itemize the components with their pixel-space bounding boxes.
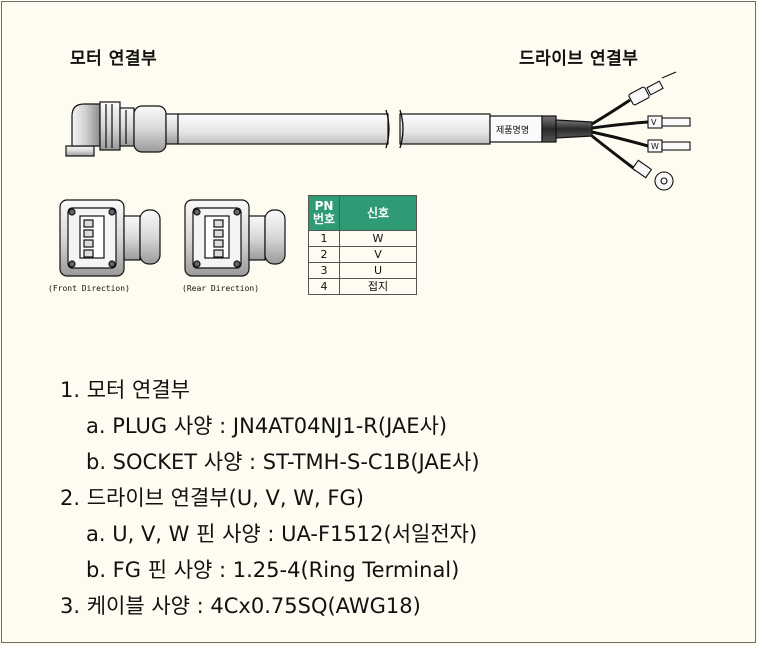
pn-header-line1: PN bbox=[314, 199, 334, 213]
motor-connector-heading: 모터 연결부 bbox=[70, 49, 158, 69]
signal-cell: V bbox=[339, 246, 417, 263]
specification-list: 1. 모터 연결부 a. PLUG 사양 : JN4AT04NJ1-R(JAE사… bbox=[60, 372, 480, 624]
table-row: 2 V bbox=[308, 246, 417, 263]
pn-column-header: PN 번호 bbox=[308, 195, 340, 231]
table-row: 1 W bbox=[308, 230, 417, 247]
spec-item-cable: 3. 케이블 사양 : 4Cx0.75SQ(AWG18) bbox=[60, 594, 421, 618]
motor-plug bbox=[65, 101, 179, 157]
cable-body bbox=[177, 109, 593, 149]
rear-view-caption: (Rear Direction) bbox=[182, 284, 260, 293]
spec-item-plug: a. PLUG 사양 : JN4AT04NJ1-R(JAE사) bbox=[86, 414, 448, 438]
rear-connector-view bbox=[184, 199, 286, 277]
pn-cell: 1 bbox=[308, 230, 340, 247]
signal-cell: 접지 bbox=[339, 278, 417, 295]
spec-item-socket: b. SOCKET 사양 : ST-TMH-S-C1B(JAE사) bbox=[86, 450, 480, 474]
pn-cell: 2 bbox=[308, 246, 340, 263]
pn-cell: 4 bbox=[308, 278, 340, 295]
cable-marking-label: 제품명명 bbox=[496, 125, 529, 136]
spec-item-drive: 2. 드라이브 연결부(U, V, W, FG) bbox=[60, 486, 364, 510]
table-row: 3 U bbox=[308, 262, 417, 279]
spec-item-uvw-pin: a. U, V, W 핀 사양 : UA-F1512(서일전자) bbox=[86, 522, 478, 546]
drive-connector-heading: 드라이브 연결부 bbox=[519, 49, 639, 69]
pin-terminal-u bbox=[628, 71, 677, 106]
signal-cell: U bbox=[339, 262, 417, 279]
table-row: 4 접지 bbox=[308, 278, 417, 295]
pn-header-line2: 번호 bbox=[312, 212, 336, 226]
drive-wires bbox=[591, 71, 691, 191]
ring-terminal-fg bbox=[631, 159, 674, 191]
wire-label-w: W bbox=[651, 142, 659, 151]
wire-label-v: V bbox=[651, 118, 657, 127]
signal-column-header: 신호 bbox=[339, 195, 417, 231]
front-view-caption: (Front Direction) bbox=[48, 284, 130, 293]
spec-item-motor: 1. 모터 연결부 bbox=[60, 378, 190, 402]
pn-cell: 3 bbox=[308, 262, 340, 279]
signal-cell: W bbox=[339, 230, 417, 247]
spec-item-fg-pin: b. FG 핀 사양 : 1.25-4(Ring Terminal) bbox=[86, 558, 460, 582]
front-connector-view bbox=[59, 199, 161, 277]
pin-terminal-w bbox=[647, 139, 691, 153]
pin-terminal-v bbox=[647, 115, 691, 129]
pin-assignment-table: PN 번호 신호 1 W 2 V 3 U 4 접지 bbox=[308, 195, 417, 295]
